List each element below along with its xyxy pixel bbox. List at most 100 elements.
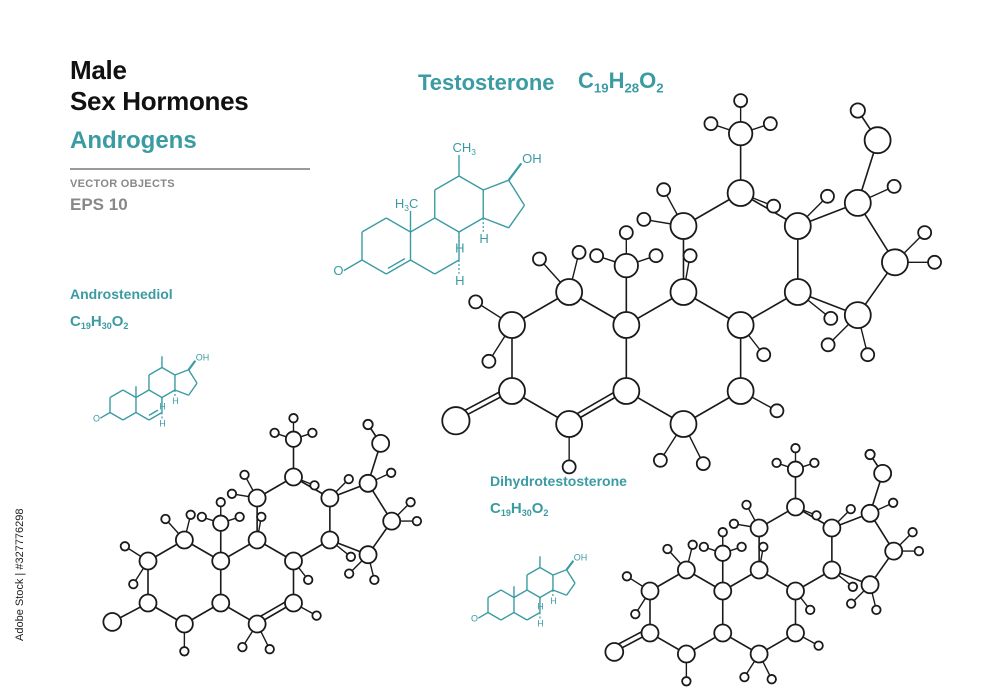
skeletal-bond (513, 611, 528, 621)
hydrogen-atom (790, 443, 801, 454)
hydrogen-atom (913, 545, 925, 557)
heavy-atom (284, 551, 303, 571)
testosterone-name: Testosterone (418, 70, 555, 95)
skeletal-bond (487, 611, 502, 621)
heavy-atom (284, 593, 303, 613)
hydrogen-atom (362, 418, 374, 431)
dihydrotestosterone-formula: C19H30O2 (490, 500, 549, 519)
hydrogen-atom (656, 182, 672, 198)
skeletal-o-bond (99, 411, 111, 419)
hydrogen-atom (185, 509, 196, 520)
skeletal-bond (526, 611, 541, 621)
skeletal-bond (508, 204, 526, 229)
hydrogen-atom (846, 598, 857, 609)
testosterone-formula: C19H28O2 (578, 68, 664, 96)
divider (70, 168, 310, 170)
heavy-atom (247, 614, 267, 634)
testosterone-model (441, 93, 942, 475)
hydrogen-atom (820, 188, 835, 204)
skeletal-bond (482, 179, 509, 191)
skeletal-bond (552, 589, 567, 596)
hydrogen-atom (234, 511, 245, 523)
hydrogen-atom (813, 640, 824, 651)
hydrogen-atom (303, 574, 314, 586)
hydrogen-atom (256, 511, 267, 523)
hydrogen-atom (741, 499, 752, 511)
heavy-atom (726, 311, 755, 339)
ball-and-stick-models (102, 93, 942, 687)
heavy-atom (843, 301, 872, 330)
hydrogen-atom (618, 225, 634, 241)
skeletal-bond (174, 389, 189, 396)
skeletal-bond (434, 259, 460, 275)
skeletal-bond (526, 566, 541, 576)
hydrogen-atom (845, 503, 856, 515)
skeletal-bond (161, 366, 176, 376)
skeletal-bond (385, 217, 411, 233)
hydrogen-atom (571, 244, 587, 260)
hydrogen-atom (809, 457, 820, 469)
skeletal-h-label: H (537, 619, 544, 629)
hydrogen-atom (343, 473, 354, 485)
skeletal-oh-bond (507, 162, 523, 181)
hydrogen-atom (264, 644, 275, 655)
heavy-atom (749, 644, 769, 664)
hydrogen-atom (307, 427, 318, 439)
skeletal-bond (434, 217, 460, 233)
heavy-atom (726, 377, 755, 405)
hydrogen-atom (369, 574, 380, 586)
skeletal-bond (487, 589, 502, 599)
hydrogen-atom (758, 541, 769, 553)
hydrogen-atom (128, 578, 139, 590)
skeletal-bond (361, 259, 387, 275)
hydrogen-atom (411, 515, 423, 527)
heavy-atom (726, 179, 755, 207)
hydrogen-atom (405, 497, 416, 508)
androstenediol-model (102, 413, 423, 657)
heavy-atom (676, 560, 696, 580)
skeletal-double-bond (387, 258, 406, 270)
hydrogen-atom (648, 248, 664, 264)
heavy-atom (613, 253, 639, 279)
hydrogen-atom (481, 353, 497, 369)
skeletal-ch3-label: CH3 (452, 140, 476, 157)
heavy-atom (212, 514, 230, 532)
skeletal-h-label: H (455, 273, 464, 288)
hydrogen-atom (532, 251, 547, 267)
skeletal-bond (148, 366, 163, 376)
skeletal-oh-bond (187, 360, 197, 371)
hydrogen-atom (769, 403, 785, 419)
skeletal-o-label: O (93, 413, 100, 423)
skeletal-bond (458, 217, 484, 233)
heavy-atom (382, 511, 402, 531)
heavy-atom (211, 593, 231, 613)
hydrogen-atom (311, 610, 322, 621)
hydrogen-atom (736, 541, 747, 553)
heavy-atom (783, 278, 812, 306)
skeletal-o-bond (477, 611, 489, 619)
heavy-atom (284, 430, 303, 448)
hydrogen-atom (907, 527, 918, 538)
hydrogen-atom (179, 646, 190, 657)
hydrogen-atom (687, 539, 698, 550)
skeletal-o-label: O (471, 613, 478, 623)
heavy-atom (713, 581, 733, 601)
hydrogen-atom (589, 248, 605, 264)
hydrogen-atom (662, 543, 673, 555)
hydrogen-atom (386, 467, 397, 478)
hydrogen-atom (698, 541, 709, 553)
heavy-atom (863, 126, 892, 155)
skeletal-bond (135, 411, 150, 421)
heavy-atom (873, 463, 893, 483)
hydrogen-atom (345, 551, 357, 562)
heavy-atom (713, 623, 733, 643)
hydrogen-atom (196, 511, 207, 523)
heavy-atom (441, 406, 471, 436)
hydrogen-atom (823, 310, 839, 326)
skeletal-bond (122, 411, 137, 421)
skeletal-h-label: H (479, 231, 488, 246)
heavy-atom (102, 612, 123, 632)
